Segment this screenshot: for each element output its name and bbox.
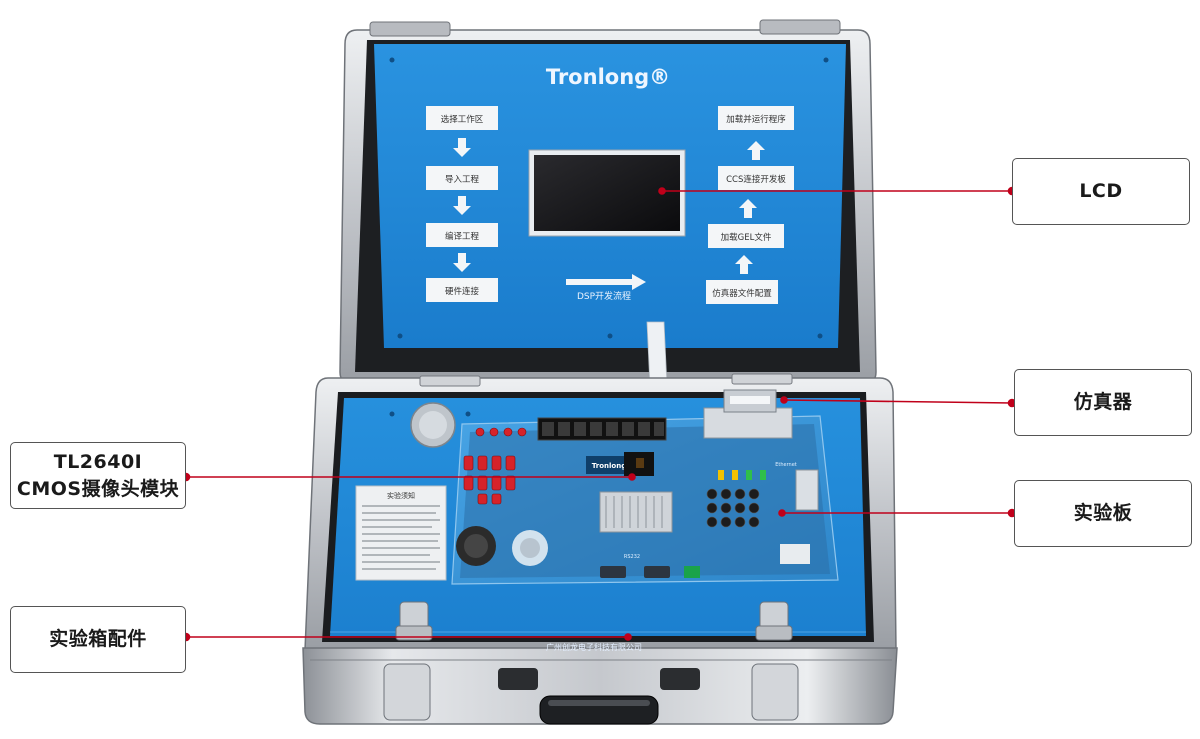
callout-accessories-label: 实验箱配件 bbox=[49, 628, 147, 650]
flow-center-label: DSP开发流程 bbox=[577, 290, 631, 302]
round-mount-plate bbox=[389, 402, 471, 448]
flow-step-left-4: 硬件连接 bbox=[445, 286, 480, 297]
notice-card: 实验须知 bbox=[355, 485, 447, 581]
callout-lcd: LCD bbox=[1012, 158, 1190, 225]
flow-step-left-3: 编译工程 bbox=[445, 231, 480, 242]
notice-card-title: 实验须知 bbox=[387, 491, 415, 500]
flow-step-right-3: 加载GEL文件 bbox=[721, 232, 772, 243]
flow-center-arrow bbox=[566, 274, 646, 290]
flow-step-right-2: CCS连接开发板 bbox=[726, 174, 786, 185]
board-port-label-a: RS232 bbox=[624, 554, 640, 560]
experiment-board: Tronlong RS232 Ethernet bbox=[451, 389, 839, 585]
callout-accessories: 实验箱配件 bbox=[10, 606, 186, 673]
callout-board: 实验板 bbox=[1014, 480, 1192, 547]
callout-camera-module-label: TL2640I CMOS摄像头模块 bbox=[16, 450, 180, 500]
callout-emulator-label: 仿真器 bbox=[1073, 391, 1133, 413]
board-logo: Tronlong bbox=[592, 462, 626, 470]
board-port-label-b: Ethernet bbox=[775, 462, 797, 468]
flow-step-right-4: 仿真器文件配置 bbox=[712, 288, 772, 299]
case-plate-text: 广州创龙电子科技有限公司 bbox=[546, 642, 642, 652]
callout-board-label: 实验板 bbox=[1073, 502, 1133, 524]
callout-camera-module: TL2640I CMOS摄像头模块 bbox=[10, 442, 186, 509]
callout-emulator: 仿真器 bbox=[1014, 369, 1192, 436]
flow-left-column: 选择工作区 导入工程 编译工程 硬件连接 bbox=[426, 106, 498, 302]
flow-right-column: 加载并运行程序 CCS连接开发板 加载GEL文件 仿真器文件配置 bbox=[706, 106, 794, 304]
flow-step-right-1: 加载并运行程序 bbox=[726, 114, 786, 125]
case-handle bbox=[498, 668, 700, 725]
flow-step-left-1: 选择工作区 bbox=[441, 114, 484, 125]
callout-lcd-label: LCD bbox=[1079, 180, 1123, 202]
brand-logo: Tronlong® bbox=[546, 65, 670, 89]
flow-step-left-2: 导入工程 bbox=[445, 175, 480, 185]
